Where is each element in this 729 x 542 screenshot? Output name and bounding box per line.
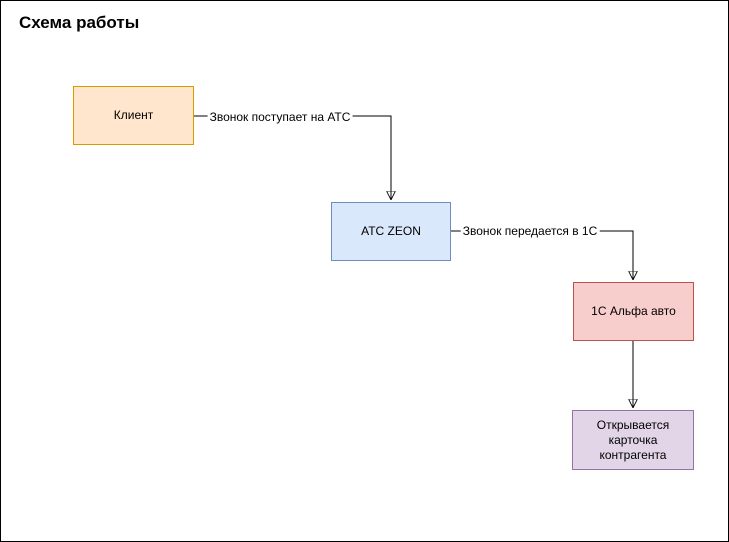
edge-label-call-to-1c: Звонок передается в 1С xyxy=(460,224,600,238)
edge-client-to-atc xyxy=(194,115,391,199)
node-1c-alfa-avto-label: 1С Альфа авто xyxy=(591,304,676,318)
node-client-label: Клиент xyxy=(113,108,154,122)
node-contractor-card-label: Открывается карточка контрагента xyxy=(596,417,670,462)
node-atc-zeon: АТС ZEON xyxy=(331,202,451,261)
node-client: Клиент xyxy=(73,86,194,145)
edge-atc-to-1c xyxy=(451,230,633,279)
node-atc-zeon-label: АТС ZEON xyxy=(361,224,421,238)
diagram-title: Схема работы xyxy=(19,13,140,32)
edge-label-call-to-atc: Звонок поступает на АТС xyxy=(207,110,353,124)
node-1c-alfa-avto: 1С Альфа авто xyxy=(573,282,694,341)
node-contractor-card: Открывается карточка контрагента xyxy=(572,410,694,470)
